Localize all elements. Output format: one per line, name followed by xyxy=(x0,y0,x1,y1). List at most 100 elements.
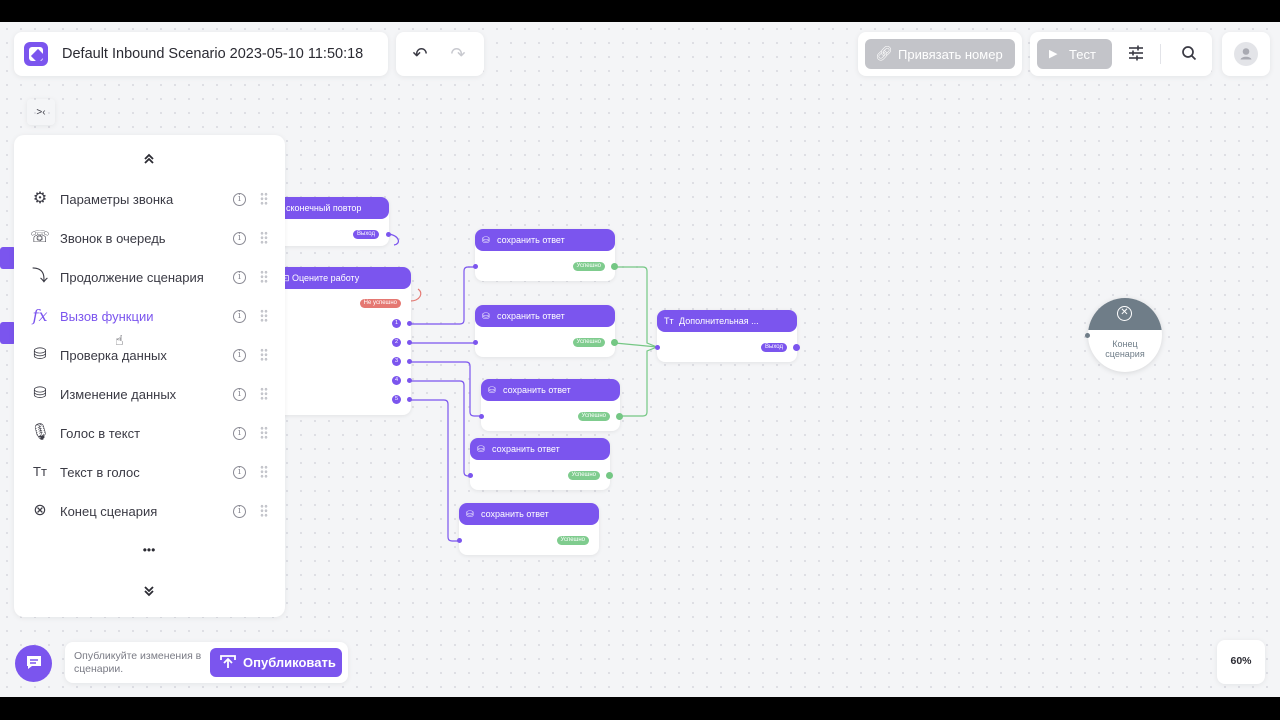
sidebar-item-continue-scenario[interactable]: ⤵ Продолжение сценария i xyxy=(14,258,284,297)
continue-scenario-icon: ⤵ xyxy=(31,268,48,285)
output-port[interactable] xyxy=(407,397,412,402)
voice-to-text-icon: 🎙︎ xyxy=(30,424,51,441)
drag-handle-icon[interactable] xyxy=(260,387,268,400)
chat-button[interactable] xyxy=(15,645,52,682)
info-icon[interactable]: i xyxy=(233,271,246,284)
success-label: Успешно xyxy=(572,338,605,347)
drag-handle-icon[interactable] xyxy=(260,504,268,517)
sidebar-item-data-check[interactable]: ⛁ Проверка данных i xyxy=(14,336,284,375)
sidebar-item-data-edit[interactable]: ⛁ Изменение данных i xyxy=(14,375,284,414)
output-label: 3 xyxy=(392,357,401,366)
scenario-canvas[interactable]: Default Inbound Scenario 2023-05-10 11:5… xyxy=(0,22,1280,697)
sidebar-item-function-call[interactable]: fx Вызов функции i xyxy=(14,297,284,336)
node-save-answer[interactable]: ⛁сохранить ответ Успешно xyxy=(479,379,623,431)
info-icon[interactable]: i xyxy=(233,427,246,440)
history-controls: ↶ ↷ xyxy=(396,32,484,76)
sidebar-item-voice-to-text[interactable]: 🎙︎ Голос в текст i xyxy=(14,414,284,453)
database-icon: ⛁ xyxy=(482,311,490,321)
drag-handle-icon[interactable] xyxy=(260,348,268,361)
profile-button[interactable] xyxy=(1234,42,1258,66)
input-port[interactable] xyxy=(468,473,473,478)
info-icon[interactable]: i xyxy=(233,310,246,323)
more-icon: ••• xyxy=(142,543,156,557)
function-icon: fx xyxy=(32,306,48,325)
double-chevron-down-icon xyxy=(144,585,154,596)
queue-call-icon: ☏ xyxy=(30,229,51,246)
output-port[interactable] xyxy=(407,378,412,383)
sidebar-item-end-scenario[interactable]: ⊗ Конец сценария i xyxy=(14,492,284,531)
text-to-voice-icon: Tт xyxy=(664,316,674,326)
input-port[interactable] xyxy=(655,345,660,350)
output-port[interactable] xyxy=(606,472,613,479)
input-port[interactable] xyxy=(473,340,478,345)
redo-button[interactable]: ↷ xyxy=(446,43,470,65)
info-icon[interactable]: i xyxy=(233,505,246,518)
input-port[interactable] xyxy=(479,414,484,419)
node-save-answer[interactable]: ⛁сохранить ответ Успешно xyxy=(457,503,599,555)
text-to-voice-icon: Tт xyxy=(33,464,47,479)
sidebar-item-queue-call[interactable]: ☏ Звонок в очередь i xyxy=(14,219,284,258)
input-port[interactable] xyxy=(473,264,478,269)
drag-handle-icon[interactable] xyxy=(260,309,268,322)
info-icon[interactable]: i xyxy=(233,466,246,479)
exit-label: Выход xyxy=(353,230,379,239)
node-save-answer[interactable]: ⛁сохранить ответ Успешно xyxy=(473,229,618,281)
output-label: 1 xyxy=(392,319,401,328)
node-infinite-repeat[interactable]: сконечный повтор Выход xyxy=(270,197,391,246)
node-rate-work[interactable]: ⊡Оцените работу Не успешно 1 2 3 4 5 xyxy=(270,267,412,415)
user-icon xyxy=(1240,48,1252,60)
end-scenario-icon: ✕ xyxy=(1117,306,1132,321)
double-chevron-up-icon xyxy=(144,153,154,164)
output-port[interactable] xyxy=(407,359,412,364)
sliders-icon xyxy=(1129,45,1143,60)
zoom-level: 60% xyxy=(1230,655,1252,667)
end-scenario-node[interactable]: ✕ Конец сценария xyxy=(1088,298,1162,372)
success-label: Успешно xyxy=(577,412,610,421)
settings-button[interactable] xyxy=(1125,43,1147,65)
search-icon xyxy=(1182,45,1197,60)
output-port[interactable] xyxy=(407,340,412,345)
info-icon[interactable]: i xyxy=(233,388,246,401)
input-port[interactable] xyxy=(457,538,462,543)
drag-handle-icon[interactable] xyxy=(260,270,268,283)
sidebar-item-text-to-voice[interactable]: Tт Текст в голос i xyxy=(14,453,284,492)
database-icon: ⛁ xyxy=(466,509,474,519)
test-button[interactable]: ▶ Тест xyxy=(1037,39,1112,69)
drag-handle-icon[interactable] xyxy=(260,426,268,439)
output-port[interactable] xyxy=(611,339,618,346)
output-port[interactable] xyxy=(386,232,391,237)
input-port[interactable] xyxy=(1085,333,1090,338)
bind-number-button[interactable]: 🔗︎ Привязать номер xyxy=(865,39,1015,69)
node-save-answer[interactable]: ⛁сохранить ответ Успешно xyxy=(473,305,618,357)
node-save-answer[interactable]: ⛁сохранить ответ Успешно xyxy=(468,438,613,490)
drag-handle-icon[interactable] xyxy=(260,465,268,478)
zoom-indicator[interactable]: 60% xyxy=(1217,640,1265,684)
info-icon[interactable]: i xyxy=(233,232,246,245)
page-title[interactable]: Default Inbound Scenario 2023-05-10 11:5… xyxy=(62,46,364,62)
redo-icon: ↷ xyxy=(450,43,466,64)
connection-lines xyxy=(388,233,658,542)
scroll-up-button[interactable] xyxy=(138,149,160,171)
drag-handle-icon[interactable] xyxy=(260,231,268,244)
info-icon[interactable]: i xyxy=(233,193,246,206)
info-icon[interactable]: i xyxy=(233,349,246,362)
logo[interactable] xyxy=(24,42,48,66)
output-port[interactable] xyxy=(611,263,618,270)
output-port[interactable] xyxy=(793,344,800,351)
search-button[interactable] xyxy=(1178,43,1200,65)
sidebar-item-call-settings[interactable]: ⚙ Параметры звонка i xyxy=(14,180,284,219)
scroll-down-button[interactable] xyxy=(138,581,160,603)
upload-icon xyxy=(220,655,236,668)
data-check-icon: ⛁ xyxy=(33,346,47,363)
drag-handle-icon[interactable] xyxy=(260,192,268,205)
output-port[interactable] xyxy=(407,321,412,326)
publish-button[interactable]: Опубликовать xyxy=(210,648,342,677)
more-button[interactable]: ••• xyxy=(134,541,164,559)
fail-label: Не успешно xyxy=(359,299,401,308)
undo-button[interactable]: ↶ xyxy=(408,43,432,65)
call-settings-icon: ⚙ xyxy=(32,190,48,207)
play-icon: ▶ xyxy=(1049,48,1058,60)
output-port[interactable] xyxy=(616,413,623,420)
sidebar-toggle-button[interactable]: >‹ xyxy=(27,99,55,125)
